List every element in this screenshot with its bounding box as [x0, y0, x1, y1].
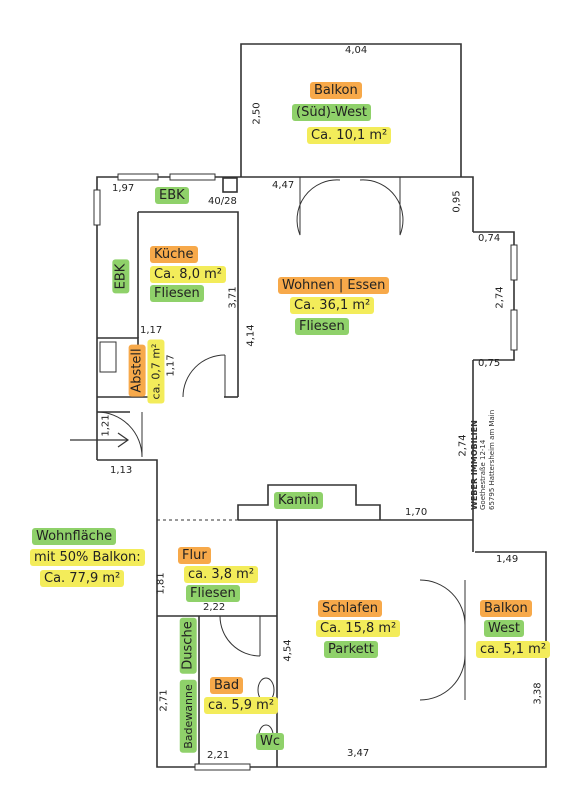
dim-label: 1,17 [165, 354, 177, 377]
wc-label: Wc [256, 733, 285, 750]
kitchen-area: Ca. 8,0 m² [150, 266, 226, 283]
dim-label: 1,21 [100, 414, 112, 437]
summary-line1: Wohnfläche [32, 528, 117, 545]
agency-city: 65795 Hattersheim am Main [488, 409, 496, 510]
dim-label: 40/28 [208, 196, 237, 207]
dim-label: 0,74 [478, 233, 501, 244]
dim-label: 2,22 [203, 602, 226, 613]
agency-logo: WEBER IMMOBILIEN Goethestraße 12-14 6579… [470, 400, 530, 510]
bath-area: ca. 5,9 m² [204, 697, 279, 714]
dim-label: 0,75 [478, 358, 501, 369]
fireplace-outline [237, 484, 381, 520]
bedroom-area: Ca. 15,8 m² [316, 620, 401, 637]
bathtub-label: Badewanne [179, 680, 197, 753]
agency-street: Goethestraße 12-14 [479, 439, 487, 510]
hall-area: ca. 3,8 m² [184, 566, 259, 583]
dim-label: 1,81 [155, 572, 167, 595]
kitchen-floor: Fliesen [150, 285, 204, 302]
kitchen-name: Küche [150, 246, 198, 263]
balcony-top-outline [240, 43, 462, 177]
balcony-west-name: Balkon [480, 600, 532, 617]
dim-label: 0,95 [451, 190, 463, 213]
living-name: Wohnen | Essen [278, 277, 390, 294]
summary-line2: mit 50% Balkon: [30, 549, 145, 566]
dim-label: 4,47 [272, 180, 295, 191]
dim-label: 1,70 [405, 507, 428, 518]
window [510, 309, 518, 351]
dim-label: 2,74 [457, 434, 469, 457]
agency-brand: WEBER IMMOBILIEN [470, 420, 479, 510]
window [93, 189, 101, 226]
ebk-top-label: EBK [155, 187, 189, 204]
dim-label: 2,71 [158, 689, 170, 712]
dim-label: 1,17 [140, 325, 163, 336]
dim-label: 4,54 [282, 639, 294, 662]
bath-name: Bad [210, 677, 244, 694]
dim-label: 1,13 [110, 465, 133, 476]
hall-name: Flur [178, 547, 211, 564]
living-area: Ca. 36,1 m² [290, 297, 375, 314]
balcony-top-area: Ca. 10,1 m² [307, 127, 392, 144]
dim-label: 4,04 [345, 45, 368, 56]
balcony-west-area: ca. 5,1 m² [476, 641, 551, 658]
window [194, 763, 251, 771]
dim-label: 1,97 [112, 183, 135, 194]
kitchen-wall [138, 211, 239, 397]
window [510, 244, 518, 281]
dim-label: 1,49 [496, 554, 519, 565]
balcony-west-outline [475, 551, 547, 768]
agency-text: WEBER IMMOBILIEN Goethestraße 12-14 6579… [470, 400, 497, 510]
bay-window [473, 231, 515, 361]
dim-label: 2,50 [251, 102, 263, 125]
bedroom-name: Schlafen [318, 600, 383, 617]
balcony-west-orientation: West [484, 620, 524, 637]
storage-area: ca. 0,7 m² [147, 339, 165, 404]
window [117, 173, 159, 181]
bedroom-floor: Parkett [324, 641, 378, 658]
window [169, 173, 216, 181]
living-floor: Fliesen [295, 318, 349, 335]
summary-line3: Ca. 77,9 m² [40, 570, 125, 587]
dim-label: 4,14 [245, 324, 257, 347]
balcony-top-orientation: (Süd)-West [292, 104, 372, 121]
hall-floor: Fliesen [186, 585, 240, 602]
ebk-side-label: EBK [112, 259, 130, 294]
fireplace-label: Kamin [274, 492, 323, 509]
storage-name: Abstell [128, 344, 146, 397]
dim-label: 3,71 [227, 286, 239, 309]
dim-label: 2,74 [494, 286, 506, 309]
dim-label: 2,21 [207, 750, 230, 761]
dim-label: 3,47 [347, 748, 370, 759]
shower-label: Dusche [179, 617, 197, 674]
dim-label: 3,38 [532, 682, 544, 705]
balcony-top-name: Balkon [310, 82, 362, 99]
